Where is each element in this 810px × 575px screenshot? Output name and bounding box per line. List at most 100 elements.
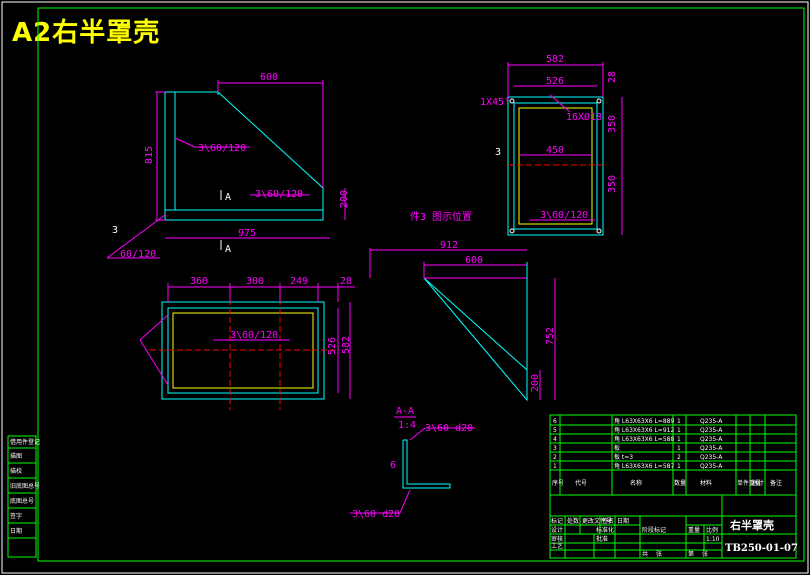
tb-label: 签名 xyxy=(602,517,614,525)
side-label: 签字 xyxy=(10,512,22,520)
tb-label: 批准 xyxy=(596,535,608,543)
weld-label: 60/120 xyxy=(120,249,156,260)
section-mark: A xyxy=(225,244,231,255)
top-dim: 28 xyxy=(340,276,352,287)
bom-qty: 1 xyxy=(677,436,681,443)
tb-label: 共 xyxy=(642,550,648,558)
front-note: 件3 图示位置 xyxy=(410,210,472,223)
bom-header: 代号 xyxy=(575,479,587,487)
tb-label: 设计 xyxy=(551,526,563,534)
bom-mat: Q235-A xyxy=(700,418,723,425)
front-view: 582 526 450 28 350 350 3 1X45° 16XØ18 3\… xyxy=(410,54,623,236)
dim-height: 752 xyxy=(545,327,556,345)
bom-header: 备注 xyxy=(770,479,782,487)
section-label: A-A xyxy=(396,406,414,417)
weld-label: 3\60/120 xyxy=(230,330,278,341)
weld-label: 3\60/120 xyxy=(540,210,588,221)
inner-frame xyxy=(37,7,805,562)
top-dim: 360 xyxy=(190,276,208,287)
side-label: 借用件登记 xyxy=(10,438,40,446)
tb-label: 张 xyxy=(656,550,662,558)
tb-label: 更改文件号 xyxy=(582,517,612,525)
dim-top-h: 28 xyxy=(607,71,618,83)
weld-top: 3\60 d20 xyxy=(425,423,473,434)
weld-label: 3\60/120 xyxy=(255,189,303,200)
tb-label: 重量 xyxy=(688,526,700,534)
bom-no: 1 xyxy=(553,463,557,470)
dim-base-h: 200 xyxy=(339,190,350,208)
dim-mid-w: 450 xyxy=(546,145,564,156)
dim-outer-w: 582 xyxy=(546,54,564,65)
dim-small: 3 xyxy=(112,225,118,236)
section-mark: A xyxy=(225,192,231,203)
bom-qty: 2 xyxy=(677,454,681,461)
section-dim: 6 xyxy=(390,460,396,471)
dim-height: 815 xyxy=(144,146,155,164)
drawing-title: A2右半罩壳 xyxy=(12,18,161,48)
side-label: 日期 xyxy=(10,527,22,535)
bom-table: 6 角 L63X63X6 L=889 1 Q235-A 5 角 L63X63X6… xyxy=(549,414,797,496)
side-label: 底图总号 xyxy=(10,497,34,505)
section-view: A-A 1:4 3\60 d20 3\60 d20 6 xyxy=(350,406,475,520)
tb-label: 阶段标记 xyxy=(642,526,666,534)
bom-no: 6 xyxy=(553,418,557,425)
bom-no: 5 xyxy=(553,427,557,434)
tb-label: 工艺 xyxy=(551,542,563,550)
top-dim: 249 xyxy=(290,276,308,287)
side-label: 描校 xyxy=(10,467,22,475)
tb-label: 比例 xyxy=(706,526,718,534)
dim-total: 912 xyxy=(440,240,458,251)
bom-mat: Q235-A xyxy=(700,436,723,443)
bom-mat: Q235-A xyxy=(700,463,723,470)
dim-left: 3 xyxy=(495,147,501,158)
dim-inner-w: 526 xyxy=(546,76,564,87)
bom-header: 材料 xyxy=(700,479,712,487)
right-dim: 582 xyxy=(341,336,352,354)
bom-name: 板 xyxy=(614,444,620,452)
tb-label: 处数 xyxy=(567,517,579,525)
title-block: 标记 处数 更改文件号 签名 日期 设计 标准化 审核 工艺 批准 阶段标记 重… xyxy=(549,494,798,559)
bom-qty: 1 xyxy=(677,418,681,425)
tb-label: 标准化 xyxy=(596,526,614,534)
bom-qty: 1 xyxy=(677,463,681,470)
hole-label: 16XØ18 xyxy=(566,111,602,123)
bom-no: 2 xyxy=(553,454,557,461)
weld-bottom: 3\60 d20 xyxy=(352,509,400,520)
bom-name: 角 L63X63X6 L=889 xyxy=(614,417,674,425)
dim-top: 600 xyxy=(465,255,483,266)
bom-no: 3 xyxy=(553,445,557,452)
part-name: 右半罩壳 xyxy=(729,518,774,532)
bom-name: 板 t=3 xyxy=(614,453,633,461)
dim-top: 600 xyxy=(260,72,278,83)
tb-label: 张 xyxy=(702,550,708,558)
bom-name: 角 L63X63X6 L=587 xyxy=(614,462,674,470)
tb-label: 标记 xyxy=(551,517,563,525)
bom-qty: 1 xyxy=(677,445,681,452)
side-view: 600 815 975 200 3\60/120 3\60/120 60/120… xyxy=(106,72,350,260)
weld-label: 3\60/120 xyxy=(198,143,246,154)
section-scale: 1:4 xyxy=(398,420,416,431)
side-label: 描图 xyxy=(10,452,22,460)
drawing-number: TB250-01-07 xyxy=(725,543,798,554)
dim-base: 200 xyxy=(530,374,541,392)
bom-name: 角 L63X63X6 L=912 xyxy=(614,426,674,434)
bom-mat: Q235-A xyxy=(700,427,723,434)
bom-header: 数量 xyxy=(674,479,686,487)
right-dim: 526 xyxy=(327,337,338,355)
dim-base: 975 xyxy=(238,228,256,239)
tb-label: 审核 xyxy=(551,535,563,543)
bom-no: 4 xyxy=(553,436,557,443)
dim-h1: 350 xyxy=(607,115,618,133)
tb-label: 日期 xyxy=(617,517,629,525)
tb-label: 第 xyxy=(688,550,694,558)
scale-value: 1:10 xyxy=(706,536,720,543)
side-label-block: 借用件登记 描图 描校 旧底图总号 底图总号 签字 日期 xyxy=(7,435,40,558)
side-label: 旧底图总号 xyxy=(10,482,40,490)
bom-name: 角 L63X63X6 L=588 xyxy=(614,435,674,443)
top-view: 360 300 249 28 526 582 3\60/120 xyxy=(139,276,355,410)
dim-h2: 350 xyxy=(607,175,618,193)
bom-mat: Q235-A xyxy=(700,445,723,452)
bom-header: 序号 xyxy=(552,479,564,487)
